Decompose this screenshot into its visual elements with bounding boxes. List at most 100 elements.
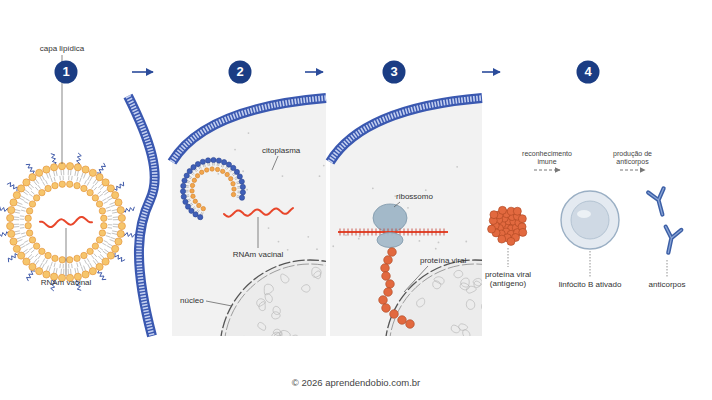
cytoplasm-dot <box>345 234 347 236</box>
lipid-head <box>197 203 201 207</box>
step-circle <box>229 61 252 84</box>
lipid-head <box>25 223 31 229</box>
ribosome-small-subunit <box>377 233 403 248</box>
lipid-head <box>13 192 20 199</box>
lipid-head <box>52 182 58 188</box>
lipid-tail <box>36 179 39 183</box>
lipid-tail <box>29 194 33 197</box>
chromatin <box>460 394 470 400</box>
lipid-tail <box>108 224 112 225</box>
mrna-base <box>404 229 405 236</box>
chromatin <box>420 342 430 350</box>
lipid-tail <box>14 212 19 213</box>
lipid-head <box>216 158 221 163</box>
chromatin <box>355 361 364 370</box>
lipid-head <box>222 160 227 165</box>
antibody-symbol <box>660 227 681 255</box>
lipid-tail <box>107 210 111 211</box>
lipid-head <box>191 194 195 198</box>
lipid-tail <box>20 219 24 220</box>
lipid-head <box>89 169 96 176</box>
cytoplasm-dot <box>268 227 270 229</box>
chromatin <box>451 325 460 333</box>
chromatin <box>474 345 485 355</box>
lipid-head <box>50 164 57 171</box>
cytoplasm-dot <box>359 235 361 237</box>
lipid-tail <box>71 264 73 268</box>
mrna-base <box>424 229 425 236</box>
chromatin <box>231 343 238 349</box>
lipid-head <box>181 194 186 199</box>
lipid-head <box>102 258 109 265</box>
lipid-head <box>74 182 80 188</box>
lipid-tail <box>68 264 69 268</box>
step-number: 3 <box>382 60 406 84</box>
chromatin <box>329 285 338 293</box>
lipid-head <box>18 252 25 259</box>
lipid-tail <box>80 262 81 266</box>
lipid-tail <box>100 254 104 258</box>
lipid-head <box>210 167 214 171</box>
lipid-tail <box>81 172 83 177</box>
lipid-head <box>39 189 45 195</box>
lipid-head <box>201 206 205 210</box>
chromatin <box>272 312 280 319</box>
chromatin <box>466 300 474 310</box>
lipid-head <box>33 243 39 249</box>
lipid-head <box>59 181 65 187</box>
cytoplasm-dot <box>217 173 219 175</box>
lipid-tail <box>54 177 55 181</box>
lipid-tail <box>19 198 24 201</box>
lipid-tail <box>31 250 34 253</box>
amino-acid-bead <box>390 310 399 319</box>
cytoplasm-dot <box>242 170 244 172</box>
lipid-tail <box>103 189 107 192</box>
panel-content <box>176 132 400 400</box>
lipid-tail <box>110 237 115 239</box>
chromatin <box>488 387 497 397</box>
lipid-head <box>117 230 124 237</box>
mrna-base <box>364 229 365 236</box>
lipid-head <box>39 248 45 254</box>
step-number-text: 2 <box>228 60 252 84</box>
lipid-head <box>43 166 50 173</box>
amino-acid-bead <box>386 280 395 289</box>
lipid-tail <box>14 216 19 218</box>
lipid-tail <box>108 227 112 229</box>
lipid-head <box>101 223 107 229</box>
lipid-head <box>239 195 244 200</box>
lipid-tail <box>59 176 61 180</box>
lipid-tail <box>113 219 118 220</box>
lipid-tail <box>68 170 69 175</box>
part-label: capa lipídica <box>40 44 84 53</box>
lipid-tail <box>112 231 117 232</box>
node-label: anticorpos <box>649 280 686 289</box>
chromatin <box>466 286 476 293</box>
lipid-tail <box>43 258 45 262</box>
lipid-head <box>101 215 107 221</box>
lipid-tail <box>33 181 36 185</box>
lipid-head <box>234 169 239 174</box>
lipid-head <box>23 179 30 186</box>
lipid-tail <box>81 266 83 271</box>
lipid-tail <box>103 251 107 254</box>
lipid-tail <box>15 233 20 234</box>
lipid-head <box>107 185 114 192</box>
lipid-head <box>29 201 35 207</box>
lipid-head <box>195 161 200 166</box>
lipid-tail <box>29 247 33 250</box>
lipid-tail <box>17 240 22 242</box>
lipid-tail <box>63 269 64 274</box>
lipid-head <box>205 158 210 163</box>
chromatin <box>285 365 292 374</box>
node-label: proteína viral (antígeno) <box>480 270 536 288</box>
lipid-head <box>81 252 87 258</box>
lipid-tail <box>87 182 89 186</box>
illustration-layer <box>0 96 565 400</box>
antibody-highlight <box>648 188 670 216</box>
lipid-head <box>231 181 235 185</box>
cytoplasm-dot <box>438 242 440 244</box>
mrna-base <box>440 229 441 236</box>
mrna-base <box>376 229 377 236</box>
lipid-tail <box>56 170 57 175</box>
